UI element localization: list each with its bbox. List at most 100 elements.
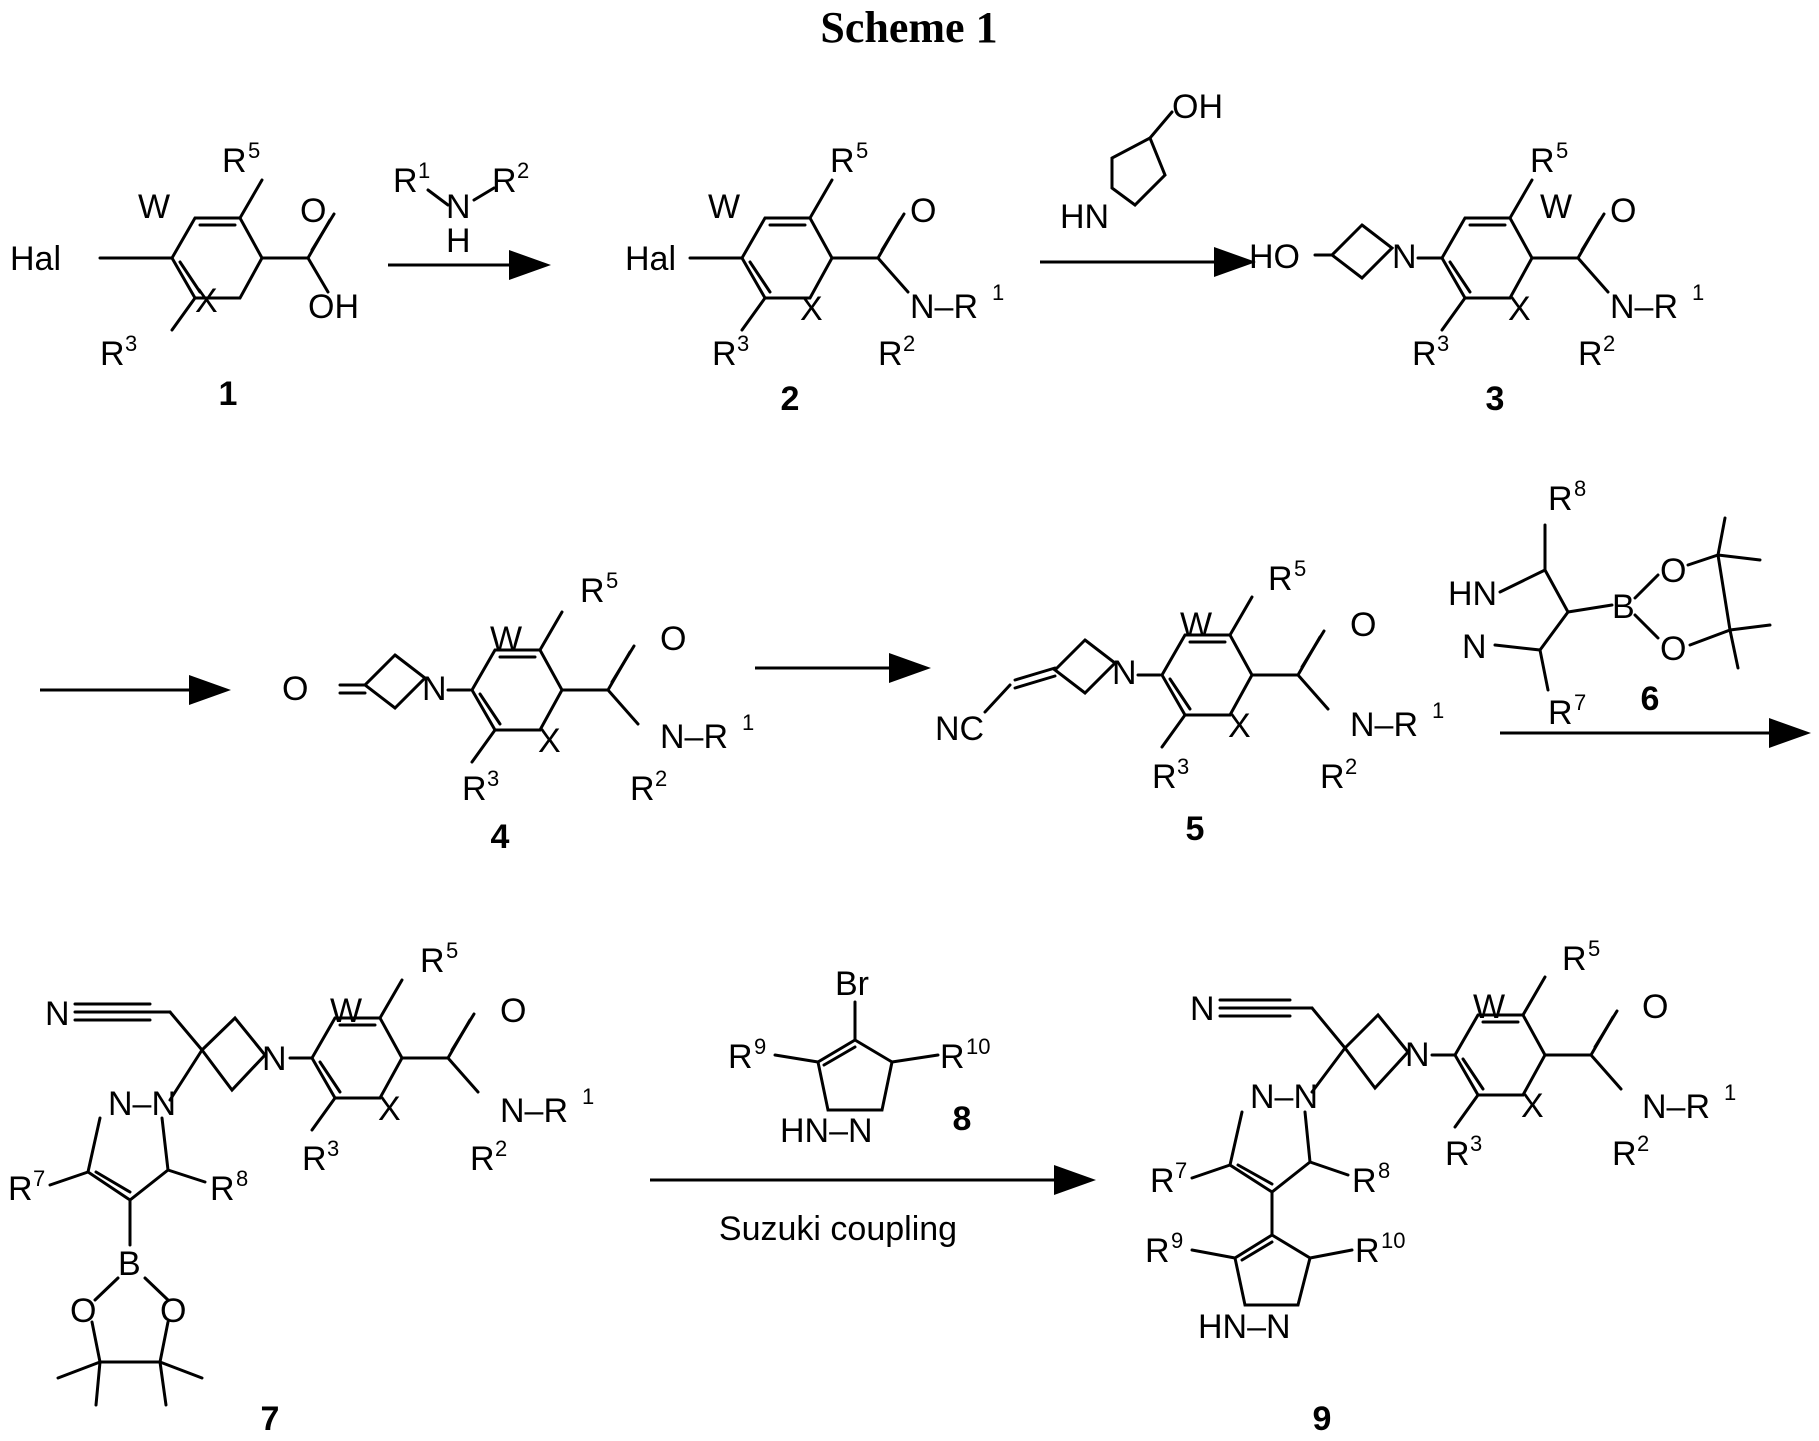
svg-text:W: W [490, 620, 522, 658]
svg-text:1: 1 [1724, 1080, 1736, 1105]
svg-text:N: N [1392, 238, 1417, 276]
svg-text:2: 2 [495, 1136, 507, 1161]
svg-text:R: R [1578, 335, 1603, 373]
svg-text:Hal: Hal [10, 240, 61, 278]
svg-text:R: R [302, 1140, 327, 1178]
svg-text:W: W [1473, 988, 1505, 1026]
svg-text:R: R [1530, 142, 1555, 180]
svg-text:8: 8 [1574, 476, 1586, 501]
svg-text:N–N: N–N [108, 1085, 176, 1123]
svg-text:O: O [282, 670, 308, 708]
svg-text:10: 10 [966, 1034, 990, 1059]
svg-text:R: R [728, 1038, 753, 1076]
svg-text:NC: NC [935, 710, 984, 748]
svg-text:O: O [660, 620, 686, 658]
svg-text:HO: HO [1249, 238, 1300, 276]
svg-text:R: R [830, 142, 855, 180]
svg-text:OH: OH [1172, 88, 1223, 126]
svg-text:R: R [462, 770, 487, 808]
svg-text:R: R [1150, 1162, 1175, 1200]
svg-text:W: W [708, 188, 740, 226]
svg-text:R: R [470, 1140, 495, 1178]
compound-5-number: 5 [1186, 810, 1205, 848]
svg-text:5: 5 [1556, 138, 1568, 163]
svg-text:X: X [1508, 290, 1531, 328]
svg-text:5: 5 [446, 938, 458, 963]
svg-text:N: N [262, 1040, 287, 1078]
svg-text:R: R [1355, 1232, 1380, 1270]
svg-text:B: B [118, 1245, 141, 1283]
svg-text:R: R [1412, 335, 1437, 373]
compound-9-number: 9 [1313, 1400, 1332, 1438]
compound-7-number: 7 [261, 1400, 280, 1438]
svg-text:O: O [1660, 552, 1686, 590]
svg-text:X: X [800, 290, 823, 328]
svg-text:R: R [630, 770, 655, 808]
svg-text:X: X [1228, 707, 1251, 745]
svg-text:R: R [393, 162, 418, 200]
svg-text:R: R [1268, 560, 1293, 598]
svg-text:5: 5 [1588, 936, 1600, 961]
svg-text:8: 8 [1378, 1158, 1390, 1183]
svg-text:N–R: N–R [1350, 706, 1418, 744]
arrow-1: R1 N H R2 [388, 158, 545, 265]
svg-text:N–N: N–N [1250, 1078, 1318, 1116]
svg-text:R: R [1320, 758, 1345, 796]
svg-text:W: W [330, 992, 362, 1030]
svg-text:R: R [1152, 758, 1177, 796]
svg-text:W: W [138, 188, 170, 226]
svg-text:N–R: N–R [1610, 288, 1678, 326]
svg-text:2: 2 [1345, 754, 1357, 779]
svg-text:W: W [1540, 188, 1572, 226]
svg-text:N: N [1112, 654, 1137, 692]
svg-text:O: O [1660, 630, 1686, 668]
arrow-2: OH HN [1040, 88, 1250, 262]
compound-2-number: 2 [781, 380, 800, 418]
svg-text:3: 3 [1437, 331, 1449, 356]
svg-text:1: 1 [1692, 280, 1704, 305]
svg-text:R: R [222, 142, 247, 180]
svg-text:8: 8 [236, 1166, 248, 1191]
svg-text:R: R [580, 572, 605, 610]
svg-text:3: 3 [487, 766, 499, 791]
svg-text:3: 3 [737, 331, 749, 356]
svg-text:R: R [1612, 1135, 1637, 1173]
svg-text:R: R [1548, 694, 1573, 732]
svg-text:1: 1 [992, 280, 1004, 305]
svg-text:R: R [492, 162, 517, 200]
compound-7: N N N–N R7 R8 B O O W [8, 938, 594, 1438]
compound-3-number: 3 [1486, 380, 1505, 418]
svg-text:2: 2 [655, 766, 667, 791]
svg-text:R: R [1145, 1232, 1170, 1270]
svg-text:HN: HN [1060, 198, 1109, 236]
svg-text:X: X [378, 1090, 401, 1128]
svg-text:O: O [1610, 192, 1636, 230]
svg-text:5: 5 [1294, 556, 1306, 581]
svg-text:W: W [1180, 606, 1212, 644]
svg-text:N: N [45, 995, 70, 1033]
svg-text:3: 3 [327, 1136, 339, 1161]
svg-text:9: 9 [754, 1034, 766, 1059]
svg-text:3: 3 [125, 331, 137, 356]
svg-text:1: 1 [418, 158, 430, 183]
compound-1: W X Hal R5 O OH R3 1 [10, 138, 359, 413]
svg-text:R: R [420, 942, 445, 980]
svg-text:Hal: Hal [625, 240, 676, 278]
svg-text:N–R: N–R [910, 288, 978, 326]
svg-text:N–R: N–R [500, 1092, 568, 1130]
svg-text:5: 5 [248, 138, 260, 163]
svg-text:7: 7 [1175, 1158, 1187, 1183]
svg-text:O: O [300, 192, 326, 230]
arrow-6: Suzuki coupling Br R9 R10 HN–N 8 [650, 965, 1090, 1248]
svg-text:2: 2 [517, 158, 529, 183]
svg-text:B: B [1612, 588, 1635, 626]
svg-text:R: R [940, 1038, 965, 1076]
svg-text:R: R [712, 335, 737, 373]
suzuki-label: Suzuki coupling [719, 1210, 957, 1248]
svg-text:1: 1 [1432, 698, 1444, 723]
svg-text:3: 3 [1470, 1131, 1482, 1156]
svg-text:5: 5 [856, 138, 868, 163]
compound-3: HO N W X R5 O N–R1 R3 R2 3 [1249, 138, 1704, 418]
svg-text:O: O [1642, 988, 1668, 1026]
svg-text:N: N [1462, 628, 1487, 666]
